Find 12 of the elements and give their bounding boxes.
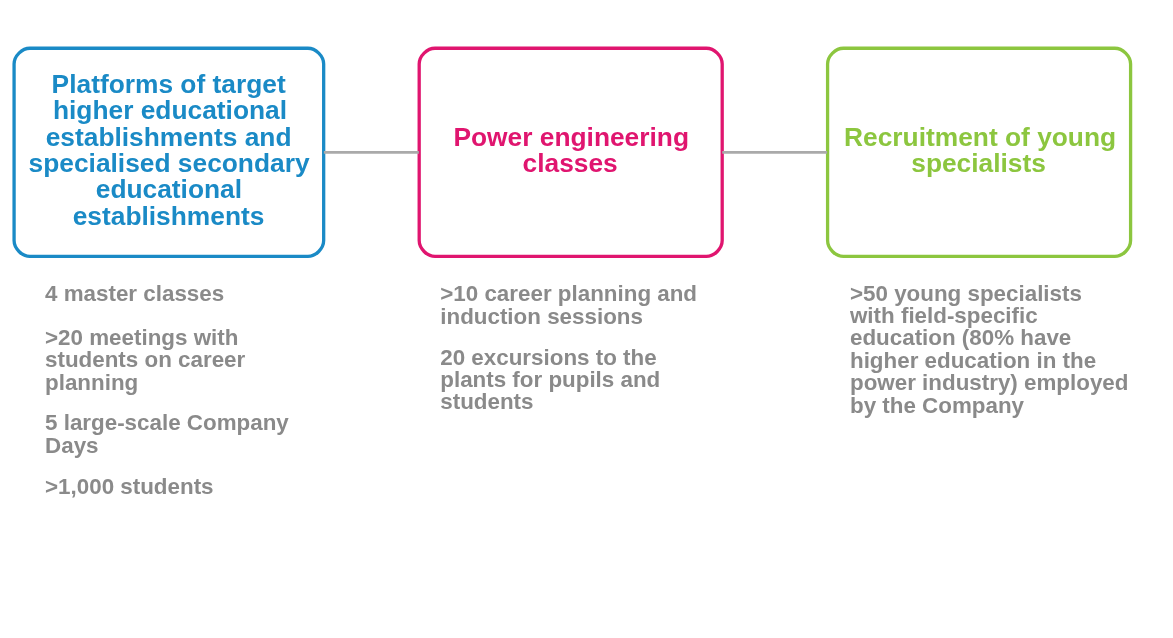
node-label: 5 large-scale Company Days xyxy=(45,410,289,458)
node-box: Power engineering classes xyxy=(417,46,724,259)
node-label: >50 young specialists with field-specific education (80% have higher education in the power industry) employed by the Company xyxy=(849,280,1129,418)
connector xyxy=(722,151,828,154)
node-label: 20 excursions to the plants for pupils and students xyxy=(440,344,661,415)
node-label: 4 master classes xyxy=(45,281,225,307)
node-box: Platforms of target higher educational establishments and specialised secondary educational establishments xyxy=(12,46,326,259)
node-label: >1,000 students xyxy=(45,473,214,499)
node-label: >20 meetings with students on career planning xyxy=(45,324,246,395)
node-box: Recruitment of young specialists xyxy=(825,46,1133,259)
connector xyxy=(323,151,419,154)
node-label: >10 career planning and induction sessions xyxy=(440,281,698,329)
